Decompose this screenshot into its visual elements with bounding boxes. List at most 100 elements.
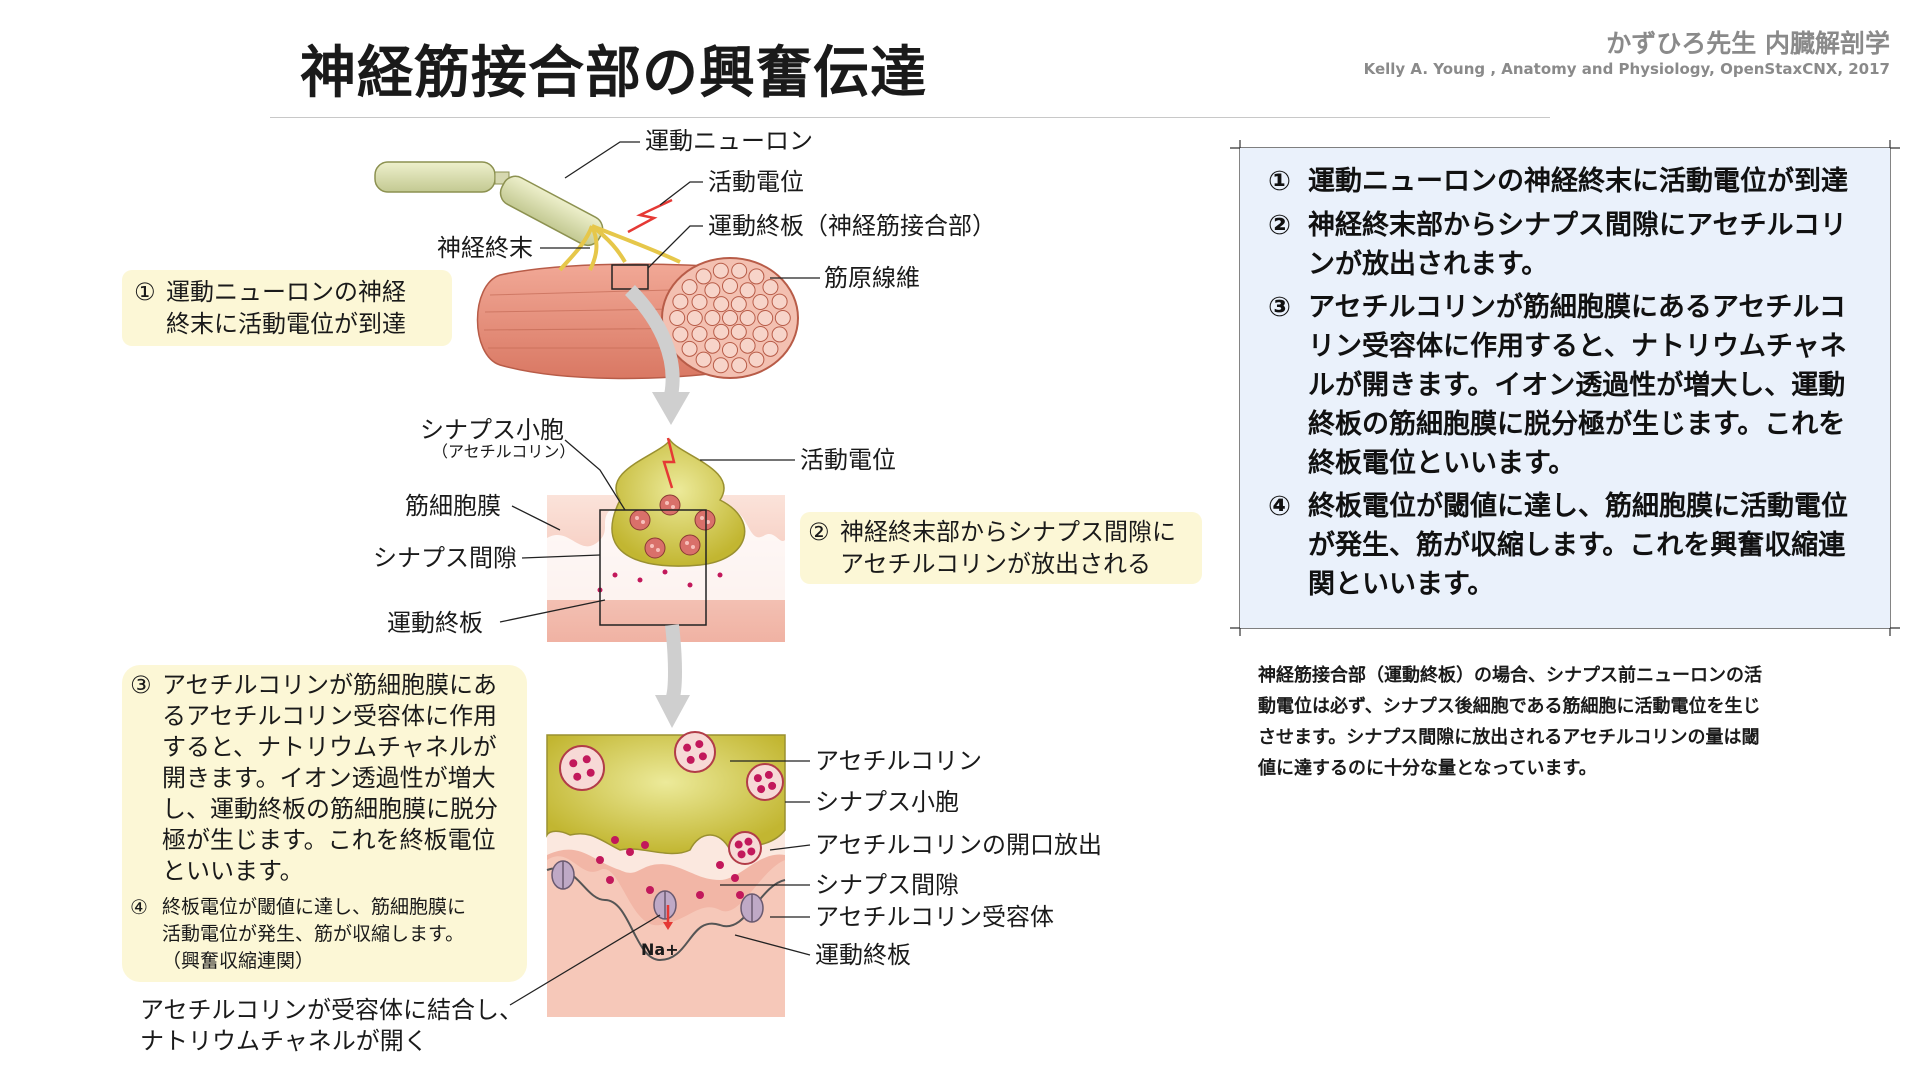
- acetylcholine-dot-low: [569, 759, 578, 768]
- callout-step-4-line: 活動電位が発生、筋が収縮します。: [162, 923, 465, 945]
- myofibril-circle: [730, 323, 747, 340]
- acetylcholine-dot-mid: [641, 520, 645, 524]
- summary-item-line: 終板電位といいます。: [1308, 448, 1576, 479]
- synaptic-vesicle-low: [746, 763, 784, 801]
- myofibril-circle: [681, 279, 698, 296]
- motor-neuron-axon: [374, 161, 681, 272]
- acetylcholine-dot-low: [734, 840, 743, 849]
- acetylcholine-molecule: [646, 886, 654, 894]
- acetylcholine-dot-low: [573, 772, 582, 781]
- title-divider: [270, 117, 1550, 118]
- note-line: 神経筋接合部（運動終板）の場合、シナプス前ニューロンの活: [1258, 665, 1762, 686]
- callout-step-3-line: るアセチルコリン受容体に作用: [162, 702, 498, 730]
- myofibril-circle: [704, 282, 721, 299]
- myofibril-circle: [691, 294, 708, 310]
- acetylcholine-dot-mid: [717, 572, 723, 578]
- callout-step-4-num: ④: [130, 895, 148, 919]
- acetylcholine-dot-mid: [685, 541, 689, 545]
- callout-step-1-num: ①: [134, 278, 156, 306]
- zoom-arrowhead-mid: [655, 695, 690, 728]
- myofibril-circle: [681, 340, 698, 357]
- sodium-label: Na+: [641, 940, 679, 959]
- label-motor-end-plate-low: 運動終板: [815, 941, 911, 969]
- callout-step-2-line: アセチルコリンが放出される: [840, 550, 1152, 578]
- myofibril-circle: [771, 326, 788, 343]
- acetylcholine-dot-mid: [665, 501, 669, 505]
- label-motor-neuron: 運動ニューロン: [645, 127, 813, 155]
- callout-step-4-line: （興奮収縮連関）: [162, 950, 315, 972]
- acetylcholine-dot-low: [686, 755, 695, 764]
- acetylcholine-dot-mid: [700, 516, 704, 520]
- acetylcholine-dot-low: [586, 768, 595, 777]
- note-line: させます。シナプス間隙に放出されるアセチルコリンの量は閾: [1258, 727, 1760, 748]
- acetylcholine-dot-mid: [635, 516, 639, 520]
- callout-step-3-line: といいます。: [162, 857, 304, 885]
- callout-step-1-line: 終末に活動電位が到達: [166, 310, 406, 338]
- summary-item-line: リン受容体に作用すると、ナトリウムチャネ: [1308, 331, 1847, 362]
- myofibril-circle: [731, 357, 748, 374]
- acetylcholine-dot-mid: [706, 520, 710, 524]
- summary-item-num: ④: [1268, 491, 1291, 522]
- acetylcholine-dot-mid: [671, 505, 675, 509]
- acetylcholine-dot-low: [757, 785, 766, 794]
- acetylcholine-molecule: [736, 891, 744, 899]
- summary-item-num: ①: [1268, 166, 1291, 197]
- myofibril-circle: [748, 268, 765, 285]
- myofibril-circle: [774, 310, 791, 326]
- summary-item-line: が発生、筋が収縮します。これを興奮収縮連: [1308, 530, 1846, 561]
- callout-step-3-line: し、運動終板の筋細胞膜に脱分: [162, 795, 498, 823]
- myofibril-circle: [730, 296, 747, 313]
- zoom-box-top: [611, 264, 649, 290]
- acetylcholine-dot-low: [753, 774, 762, 783]
- acetylcholine-molecule: [641, 841, 649, 849]
- callout-step-3-line: 開きます。イオン透過性が増大: [162, 764, 496, 792]
- myofibril-circle: [695, 268, 712, 285]
- acetylcholine-dot-low: [695, 740, 704, 749]
- myofibril-circle: [722, 342, 738, 358]
- synapse-detail-illustration: [546, 731, 786, 1017]
- acetylcholine-dot-low: [764, 770, 773, 779]
- acetylcholine-dot-mid: [612, 572, 618, 578]
- summary-item-line: ルが開きます。イオン透過性が増大し、運動: [1308, 370, 1846, 401]
- acetylcholine-molecule: [606, 876, 614, 884]
- acetylcholine-molecule: [731, 874, 739, 882]
- callout-step-1-line: 運動ニューロンの神経: [166, 278, 406, 306]
- note-line: 動電位は必ず、シナプス後細胞である筋細胞に活動電位を生じ: [1258, 696, 1761, 717]
- callout-step-3-line: すると、ナトリウムチャネルが: [162, 733, 497, 761]
- myofibril-circle: [691, 326, 708, 342]
- label-synaptic-vesicle-mid: シナプス小胞: [420, 416, 564, 444]
- acetylcholine-dot-mid: [637, 577, 643, 583]
- label-synaptic-cleft-low: シナプス間隙: [815, 871, 959, 899]
- acetylcholine-dot-low: [747, 847, 756, 856]
- acetylcholine-dot-low: [737, 850, 746, 859]
- acetylcholine-dot-low: [768, 781, 777, 790]
- brand-label: かずひろ先生 内臓解剖学: [1606, 29, 1890, 58]
- callout-step-3-line: アセチルコリンが筋細胞膜にあ: [162, 671, 498, 699]
- bottom-note-line: アセチルコリンが受容体に結合し、: [140, 996, 524, 1024]
- synaptic-vesicle-low: [559, 745, 605, 791]
- zoom-box-mid: [599, 509, 707, 626]
- acetylcholine-dot-low: [582, 755, 591, 764]
- acetylcholine-dot-low: [683, 743, 692, 752]
- sodium-influx-arrowhead: [663, 922, 673, 930]
- myofibril-circle: [712, 357, 729, 374]
- myofibril-circle: [722, 278, 738, 294]
- summary-item-line: 神経終末部からシナプス間隙にアセチルコリ: [1308, 210, 1847, 241]
- callout-step-1: ① 運動ニューロンの神経 終末に活動電位が到達: [122, 270, 452, 346]
- myofibril-circle: [762, 340, 779, 357]
- bottom-note-leader: [509, 914, 661, 1006]
- acetylcholine-dot-mid: [650, 544, 654, 548]
- myofibril-circle: [739, 337, 756, 354]
- myofibril-circle: [712, 262, 729, 279]
- acetylcholine-dot-mid: [656, 548, 660, 552]
- acetylcholine-molecule: [611, 836, 619, 844]
- myofibril-circle: [695, 351, 712, 368]
- acetylcholine-dot-mid: [691, 545, 695, 549]
- myofibril-circle: [704, 337, 721, 354]
- synaptic-vesicle-mid: [659, 494, 681, 516]
- myofibril-circle: [731, 262, 748, 279]
- synaptic-vesicle-mid: [629, 509, 651, 531]
- bottom-note: アセチルコリンが受容体に結合し、 ナトリウムチャネルが開く: [140, 995, 523, 1057]
- synaptic-vesicle-mid: [644, 537, 666, 559]
